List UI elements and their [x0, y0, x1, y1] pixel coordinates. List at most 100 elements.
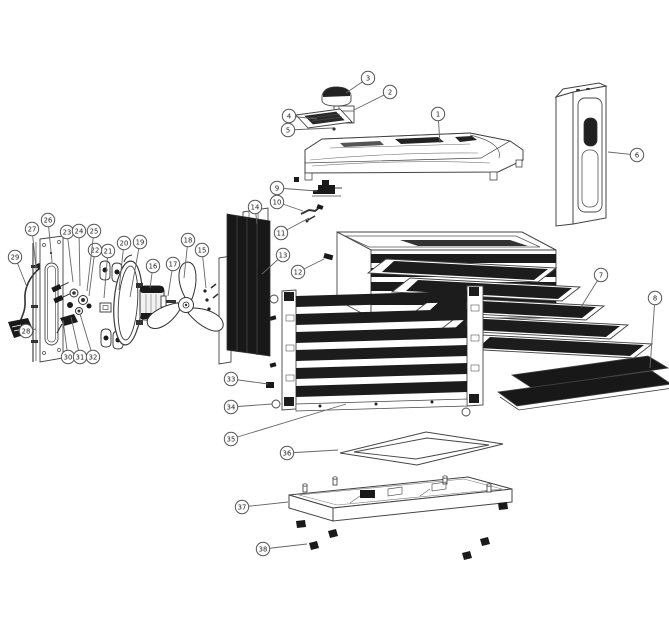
leader-line — [286, 449, 339, 454]
callout-35: 35 — [223, 403, 347, 447]
drain-valve — [312, 180, 342, 197]
hook-ring — [269, 294, 279, 304]
callout-number: 10 — [273, 199, 282, 207]
callout-26: 26 — [40, 212, 56, 263]
corner-bracket — [266, 382, 274, 388]
callout-balloon — [647, 290, 663, 306]
callout-number: 24 — [75, 228, 84, 236]
callout-balloon — [281, 108, 297, 124]
callout-36: 36 — [279, 445, 339, 461]
callout-number: 14 — [251, 204, 260, 212]
callout-10: 10 — [269, 194, 304, 212]
bolt-part — [323, 253, 334, 261]
callout-number: 23 — [63, 229, 72, 237]
callout-balloon — [593, 267, 609, 283]
callout-11: 11 — [273, 217, 310, 241]
callout-9: 9 — [269, 180, 318, 196]
callout-37: 37 — [234, 499, 289, 515]
cover-foot — [489, 171, 498, 181]
callout-number: 28 — [22, 328, 31, 336]
callout-number: 38 — [259, 546, 268, 554]
top-cover — [304, 132, 524, 181]
callout-number: 2 — [388, 89, 392, 97]
callout-32: 32 — [79, 313, 101, 365]
panel-hole — [586, 87, 590, 91]
callout-25: 25 — [86, 223, 102, 292]
panel-hole — [576, 88, 580, 92]
callout-8: 8 — [647, 290, 663, 369]
callout-1: 1 — [430, 106, 446, 144]
callout-38: 38 — [255, 541, 308, 557]
callout-number: 15 — [198, 247, 207, 255]
callout-balloon — [279, 445, 295, 461]
callout-balloon — [629, 147, 645, 163]
callout-number: 21 — [104, 248, 113, 256]
callout-number: 34 — [227, 404, 236, 412]
callout-27: 27 — [24, 221, 40, 269]
callout-number: 1 — [436, 111, 440, 119]
leader-line — [118, 242, 125, 291]
callout-number: 13 — [279, 252, 288, 260]
callout-number: 36 — [283, 450, 292, 458]
callout-number: 3 — [366, 75, 370, 83]
mesh-mats — [496, 355, 669, 411]
callout-number: 18 — [184, 237, 193, 245]
callout-number: 33 — [227, 376, 236, 384]
leader-line — [79, 313, 94, 358]
callout-number: 31 — [76, 354, 85, 362]
hook-ring — [271, 399, 281, 409]
clip-small — [294, 177, 299, 182]
frame-rod — [31, 242, 38, 362]
callout-13: 13 — [261, 247, 291, 275]
leader-line — [66, 231, 74, 283]
callout-balloon — [430, 106, 446, 122]
callout-balloon — [165, 256, 181, 272]
callout-balloon — [234, 499, 250, 515]
fan-blade — [143, 261, 228, 336]
callout-28: 28 — [18, 323, 37, 339]
pipe-fitting — [300, 204, 324, 215]
callout-number: 35 — [227, 436, 236, 444]
callout-balloon — [275, 247, 291, 263]
callout-number: 5 — [286, 127, 290, 135]
callout-balloon — [86, 223, 102, 239]
callout-number: 7 — [599, 272, 603, 280]
callout-balloon — [223, 399, 239, 415]
callout-balloon — [194, 242, 210, 258]
callout-balloon — [40, 212, 56, 228]
callout-balloon — [382, 84, 398, 100]
mount-plate — [295, 108, 353, 129]
callout-number: 25 — [90, 228, 99, 236]
cover-foot — [515, 159, 523, 168]
callout-balloon — [85, 349, 101, 365]
callout-16: 16 — [145, 258, 161, 289]
callout-number: 12 — [294, 269, 303, 277]
callout-24: 24 — [71, 223, 87, 287]
callout-balloon — [280, 122, 296, 138]
callout-number: 30 — [64, 354, 73, 362]
callout-number: 9 — [275, 185, 279, 193]
leader-line — [230, 403, 347, 440]
callout-balloon — [223, 431, 239, 447]
callout-14: 14 — [247, 199, 263, 225]
callout-23: 23 — [59, 224, 75, 283]
callout-balloon — [269, 194, 285, 210]
callout-19: 19 — [129, 234, 148, 298]
leader-line — [649, 297, 656, 369]
callout-7: 7 — [580, 267, 609, 308]
callout-31: 31 — [70, 316, 88, 365]
callout-number: 29 — [11, 254, 20, 262]
callout-balloon — [132, 234, 148, 250]
callout-balloon — [290, 264, 306, 280]
screw-part — [305, 215, 316, 223]
leader-line — [86, 230, 95, 292]
leader-line — [88, 249, 96, 297]
callout-number: 37 — [238, 504, 247, 512]
callout-5: 5 — [280, 122, 334, 138]
callout-balloon — [255, 541, 271, 557]
callout-4: 4 — [281, 108, 318, 124]
front-frame — [269, 285, 484, 417]
callout-number: 19 — [136, 239, 145, 247]
callout-15: 15 — [194, 242, 210, 289]
